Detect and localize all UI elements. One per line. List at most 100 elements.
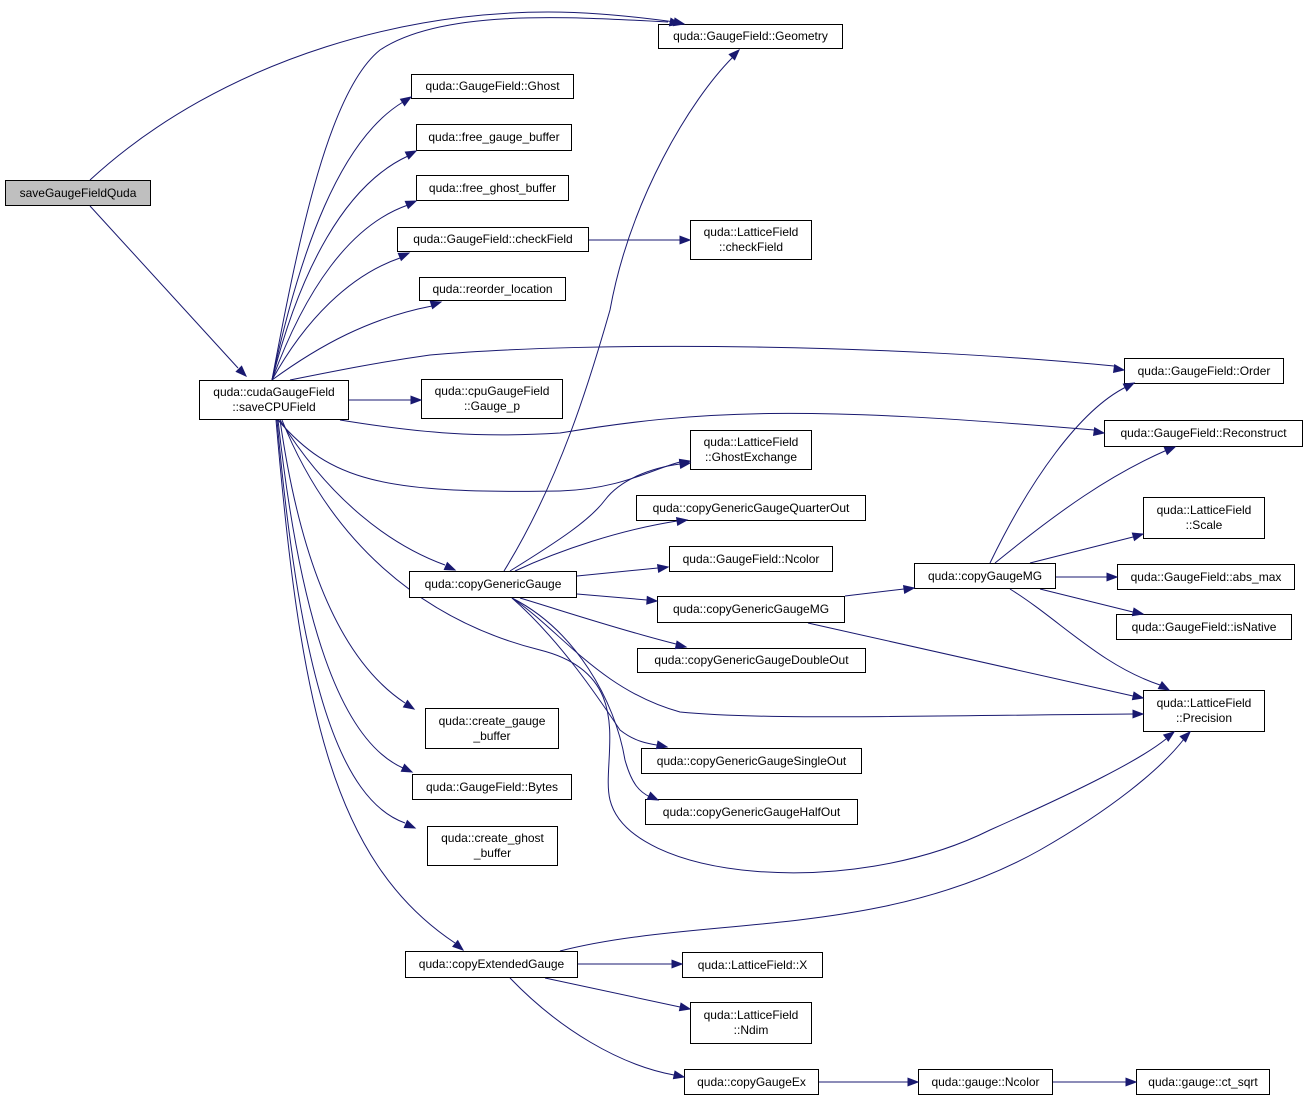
node-label: saveGaugeFieldQuda	[19, 185, 137, 200]
node-bytes[interactable]: quda::GaugeField::Bytes	[412, 774, 572, 800]
node-label: quda::LatticeField ::Precision	[1156, 696, 1252, 725]
edge-saveCPU-to-createGauge	[279, 419, 406, 704]
node-gaugeP[interactable]: quda::cpuGaugeField ::Gauge_p	[421, 379, 563, 419]
node-label: quda::copyGenericGaugeQuarterOut	[652, 500, 850, 515]
node-label: quda::copyExtendedGauge	[418, 957, 565, 971]
node-label: quda::copyGaugeEx	[697, 1074, 806, 1089]
node-label: quda::reorder_location	[432, 281, 553, 296]
edge-copyGaugeMG-to-reconstruct	[994, 449, 1168, 564]
node-scale[interactable]: quda::LatticeField ::Scale	[1143, 497, 1265, 539]
edge-saveCPU-to-reconstruct	[339, 412, 1095, 436]
node-gaugeNcolor[interactable]: quda::gauge::Ncolor	[918, 1069, 1053, 1095]
node-label: quda::copyGenericGaugeHalfOut	[662, 804, 841, 819]
node-ndim[interactable]: quda::LatticeField ::Ndim	[690, 1002, 812, 1044]
edge-saveCPU-to-ghost	[271, 101, 404, 381]
node-label: quda::GaugeField::Bytes	[425, 779, 559, 794]
node-copyGeneric[interactable]: quda::copyGenericGauge	[409, 571, 577, 598]
node-label: quda::GaugeField::checkField	[413, 232, 573, 246]
node-order[interactable]: quda::GaugeField::Order	[1124, 358, 1284, 384]
node-label: quda::copyGenericGaugeDoubleOut	[654, 653, 849, 667]
node-singleOut[interactable]: quda::copyGenericGaugeSingleOut	[641, 748, 862, 774]
node-reconstruct[interactable]: quda::GaugeField::Reconstruct	[1104, 420, 1303, 447]
edge-copyGaugeMG-to-precision	[1009, 588, 1161, 686]
node-label: quda::cudaGaugeField ::saveCPUField	[213, 385, 335, 414]
node-createGauge[interactable]: quda::create_gauge _buffer	[425, 708, 559, 749]
node-label: quda::copyGenericGauge	[424, 577, 562, 591]
node-copyGaugeMG[interactable]: quda::copyGaugeMG	[914, 563, 1056, 589]
edge-save-to-saveCPU	[89, 205, 239, 369]
node-label: quda::GaugeField::Order	[1137, 363, 1271, 378]
node-lfCheckField[interactable]: quda::LatticeField ::checkField	[690, 220, 812, 260]
node-label: quda::GaugeField::Ghost	[425, 79, 560, 93]
node-saveCPU[interactable]: quda::cudaGaugeField ::saveCPUField	[199, 380, 349, 420]
node-geometry[interactable]: quda::GaugeField::Geometry	[658, 24, 843, 49]
edge-copyGeneric-to-precision	[511, 597, 1134, 718]
node-absMax[interactable]: quda::GaugeField::abs_max	[1117, 564, 1295, 590]
edge-saveCPU-to-reorder	[271, 305, 433, 381]
node-halfOut[interactable]: quda::copyGenericGaugeHalfOut	[645, 799, 858, 825]
edge-copyGeneric-to-quarterOut	[514, 520, 678, 572]
node-label: quda::LatticeField ::checkField	[703, 225, 799, 254]
edge-saveCPU-to-copyExt	[275, 419, 456, 944]
node-label: quda::LatticeField ::Ndim	[703, 1008, 799, 1037]
node-label: quda::cpuGaugeField ::Gauge_p	[434, 384, 550, 413]
edge-saveCPU-to-geometry	[271, 17, 669, 381]
edge-save-to-geometry	[89, 11, 676, 181]
node-save: saveGaugeFieldQuda	[5, 180, 151, 206]
node-label: quda::GaugeField::Ncolor	[682, 551, 820, 566]
node-quarterOut[interactable]: quda::copyGenericGaugeQuarterOut	[636, 495, 866, 521]
node-ctSqrt[interactable]: quda::gauge::ct_sqrt	[1136, 1069, 1270, 1095]
node-ncolor[interactable]: quda::GaugeField::Ncolor	[669, 546, 833, 572]
node-label: quda::LatticeField::X	[697, 957, 808, 972]
edge-genericMG-to-copyGaugeMG	[844, 588, 905, 597]
node-createGhost[interactable]: quda::create_ghost _buffer	[427, 826, 558, 866]
edge-saveCPU-to-freeGhostBuf	[271, 204, 409, 381]
edge-copyGeneric-to-geometry	[503, 56, 734, 572]
node-label: quda::copyGenericGaugeSingleOut	[656, 753, 847, 768]
node-freeGaugeBuf[interactable]: quda::free_gauge_buffer	[416, 124, 572, 151]
node-precision[interactable]: quda::LatticeField ::Precision	[1143, 690, 1265, 732]
node-copyGaugeEx[interactable]: quda::copyGaugeEx	[684, 1069, 819, 1095]
edge-copyGaugeMG-to-isNative	[1039, 588, 1134, 613]
edge-saveCPU-to-bytes	[277, 419, 404, 769]
edge-copyGaugeMG-to-order	[989, 386, 1127, 564]
node-label: quda::gauge::Ncolor	[931, 1074, 1040, 1089]
node-ghost[interactable]: quda::GaugeField::Ghost	[411, 74, 574, 99]
edge-genericMG-to-precision	[807, 622, 1134, 697]
node-reorder[interactable]: quda::reorder_location	[419, 277, 566, 301]
edge-copyExt-to-copyGaugeEx	[509, 977, 675, 1076]
edge-saveCPU-to-order	[289, 345, 1115, 381]
node-freeGhostBuf[interactable]: quda::free_ghost_buffer	[416, 175, 569, 201]
node-label: quda::gauge::ct_sqrt	[1148, 1074, 1258, 1089]
node-label: quda::free_gauge_buffer	[428, 130, 560, 144]
edge-copyGeneric-to-ghostExch	[509, 463, 681, 572]
edge-copyGeneric-to-singleOut	[511, 597, 658, 746]
edge-saveCPU-to-copyGeneric	[279, 419, 446, 566]
node-copyExt[interactable]: quda::copyExtendedGauge	[405, 951, 578, 978]
node-lfX[interactable]: quda::LatticeField::X	[682, 952, 823, 978]
edge-copyGeneric-to-ncolor	[576, 567, 659, 577]
edge-copyExt-to-precision	[559, 738, 1185, 952]
node-label: quda::create_ghost _buffer	[441, 831, 544, 860]
node-gfCheckField[interactable]: quda::GaugeField::checkField	[397, 227, 589, 252]
edge-copyGeneric-to-halfOut	[511, 597, 651, 798]
edge-copyGeneric-to-doubleOut	[519, 597, 677, 645]
node-label: quda::copyGaugeMG	[927, 568, 1043, 583]
node-isNative[interactable]: quda::GaugeField::isNative	[1116, 614, 1292, 640]
node-doubleOut[interactable]: quda::copyGenericGaugeDoubleOut	[637, 648, 866, 673]
node-ghostExch[interactable]: quda::LatticeField ::GhostExchange	[690, 430, 812, 470]
node-label: quda::GaugeField::Geometry	[673, 29, 828, 43]
edge-saveCPU-to-freeGaugeBuf	[271, 155, 409, 381]
node-label: quda::GaugeField::abs_max	[1130, 569, 1282, 584]
node-label: quda::GaugeField::Reconstruct	[1120, 426, 1287, 440]
node-label: quda::LatticeField ::GhostExchange	[703, 435, 799, 464]
edge-copyGaugeMG-to-scale	[1029, 536, 1134, 564]
node-label: quda::create_gauge _buffer	[438, 713, 546, 743]
node-genericMG[interactable]: quda::copyGenericGaugeMG	[657, 596, 845, 623]
edge-copyGeneric-to-genericMG	[576, 593, 648, 601]
edge-saveCPU-to-gfCheckField	[271, 257, 401, 381]
node-label: quda::free_ghost_buffer	[428, 180, 557, 195]
node-label: quda::GaugeField::isNative	[1131, 619, 1277, 634]
